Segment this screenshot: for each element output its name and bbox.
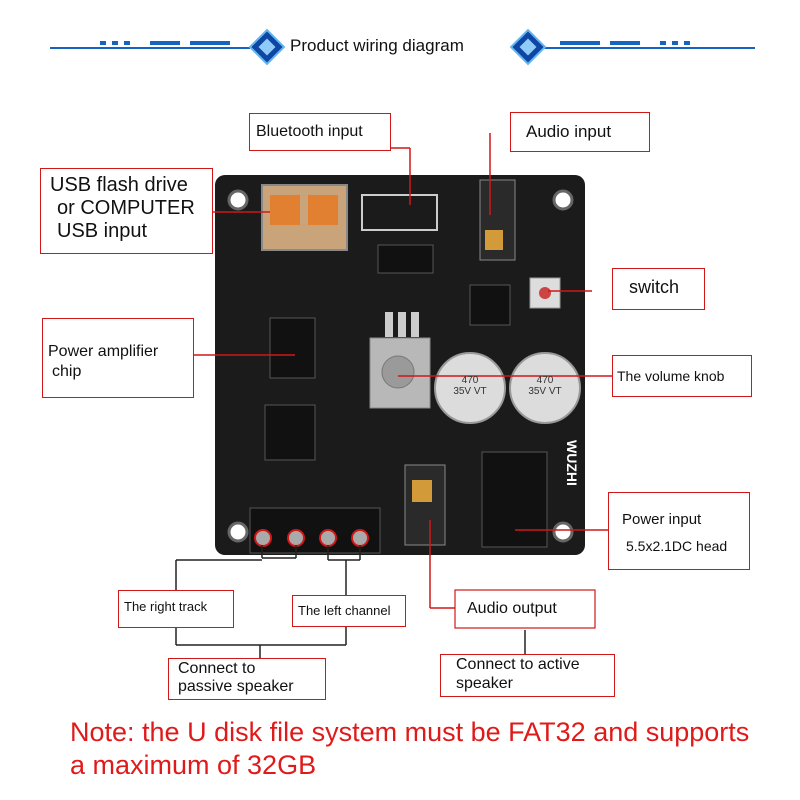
capacitor-1-text: 470 35V VT — [453, 375, 487, 397]
label-amp-line1: Power amplifier — [48, 343, 159, 360]
label-power-head: 5.5x2.1DC head — [626, 538, 728, 554]
callout-switch — [612, 268, 705, 310]
label-usb-line3: USB input — [57, 220, 148, 242]
callout-right-track — [118, 590, 234, 628]
label-switch: switch — [629, 277, 680, 297]
callout-usb-input — [40, 168, 213, 254]
capacitor-2-text: 470 35V VT — [528, 375, 562, 397]
page-title: Product wiring diagram — [290, 36, 464, 55]
label-passive-line1: Connect to — [178, 660, 256, 677]
callout-left-channel — [292, 595, 406, 627]
callout-volume-knob — [612, 355, 752, 397]
board-brand-text: WUZHI — [564, 440, 580, 486]
capacitor-1 — [434, 352, 506, 424]
label-usb-line1: USB flash drive — [50, 174, 188, 196]
label-active-line2: speaker — [456, 675, 513, 692]
label-right-track: The right track — [124, 599, 208, 614]
label-volume-knob: The volume knob — [617, 368, 725, 384]
callout-power-amplifier — [42, 318, 194, 398]
label-active-line1: Connect to active — [456, 656, 580, 673]
callout-bluetooth-input — [249, 113, 391, 151]
dc-jack — [481, 451, 548, 548]
callout-active-speaker — [440, 654, 615, 697]
label-passive-line2: passive speaker — [178, 678, 294, 695]
callout-passive-speaker — [168, 658, 326, 700]
capacitor-2 — [509, 352, 581, 424]
note-text: Note: the U disk file system must be FAT… — [70, 717, 750, 780]
terminal-lines — [175, 545, 526, 660]
callout-audio-input — [510, 112, 650, 152]
label-usb-line2: or COMPUTER — [57, 197, 195, 219]
bluetooth-antenna — [361, 194, 438, 231]
callout-power-input — [608, 492, 750, 570]
label-audio-output: Audio output — [467, 600, 557, 617]
label-bluetooth-input: Bluetooth input — [256, 123, 363, 140]
header-decoration — [50, 28, 755, 66]
label-amp-line2: chip — [52, 363, 82, 380]
label-audio-input: Audio input — [526, 122, 612, 141]
audio-output-jack — [404, 464, 446, 546]
label-left-channel: The left channel — [298, 603, 391, 618]
switch-part — [529, 277, 561, 309]
label-power-input: Power input — [622, 511, 702, 528]
pcb-board — [215, 175, 585, 555]
